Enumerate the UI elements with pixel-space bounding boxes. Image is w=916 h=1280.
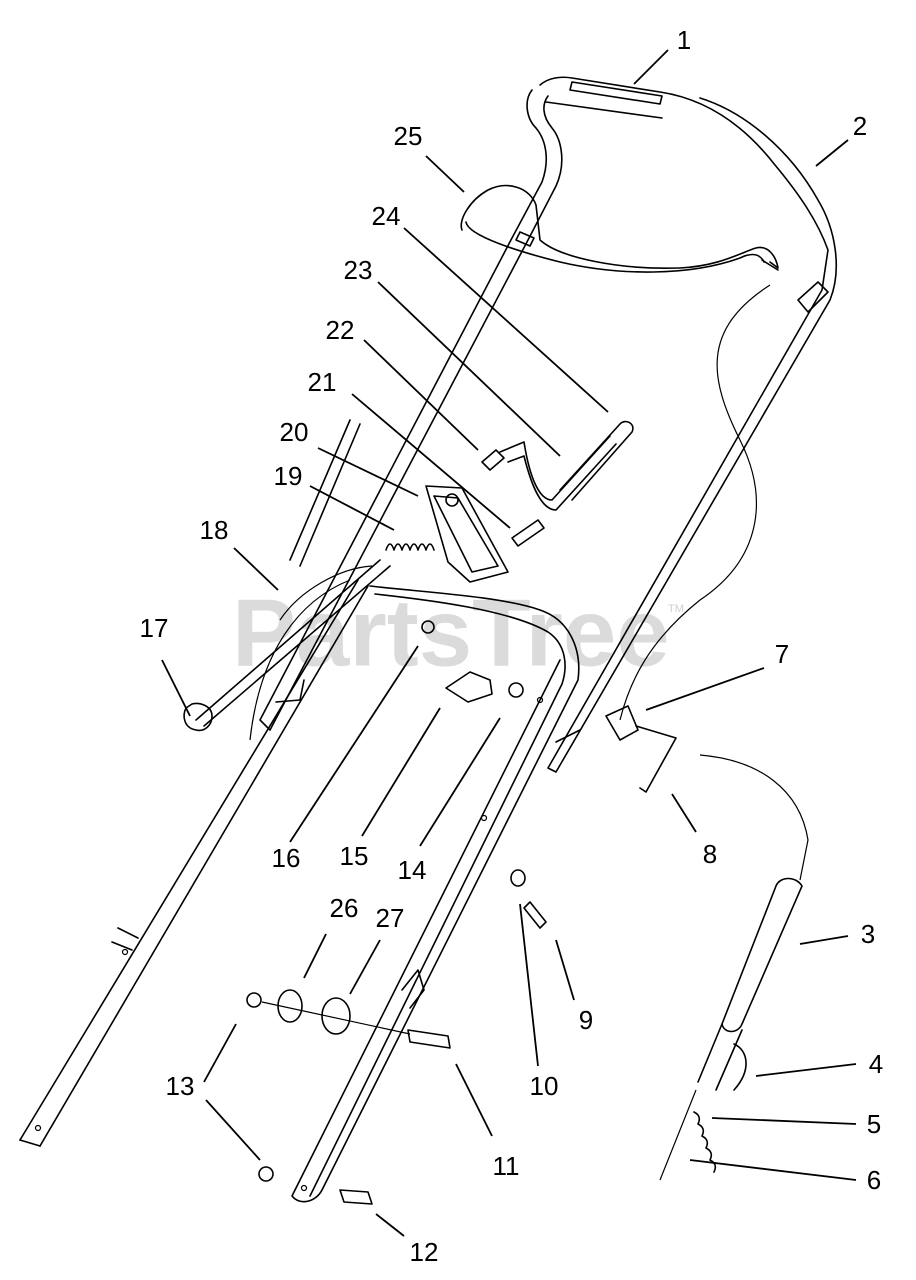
leader-12: [375, 1213, 405, 1237]
lower-handle-right: [291, 585, 580, 1203]
leader-5: [711, 1117, 857, 1125]
callout-2: 2: [853, 111, 867, 141]
clip-4: [733, 1043, 747, 1091]
leader-27: [349, 939, 381, 995]
bail: [460, 184, 779, 273]
control-assembly: [385, 420, 634, 583]
leader-13a: [203, 1023, 237, 1083]
leader-lines: [161, 49, 857, 1237]
leader-15: [361, 707, 441, 837]
leader-3: [799, 935, 849, 945]
leader-8: [671, 793, 697, 833]
callout-24: 24: [372, 201, 401, 231]
block-15: [445, 671, 493, 703]
washer-10: [510, 869, 526, 887]
callout-19: 19: [274, 461, 303, 491]
leader-11: [455, 1063, 493, 1137]
callout-3: 3: [861, 919, 875, 949]
nut-13a: [246, 992, 262, 1008]
hardware-mid: [421, 620, 524, 703]
spring-6: [693, 1111, 717, 1173]
callout-21: 21: [308, 367, 337, 397]
callout-27: 27: [376, 903, 405, 933]
bolt-12: [339, 1189, 373, 1205]
callout-15: 15: [340, 841, 369, 871]
watermark-trademark: TM: [668, 603, 684, 615]
leader-13b: [205, 1099, 261, 1161]
leader-14: [419, 717, 501, 847]
callout-22: 22: [326, 315, 355, 345]
washer-14: [508, 682, 524, 698]
callout-1: 1: [677, 25, 691, 55]
nut-13b: [258, 1166, 274, 1182]
leader-7: [645, 667, 765, 711]
leader-25: [425, 155, 465, 193]
spring-19: [385, 543, 435, 551]
wheel-27: [321, 997, 351, 1035]
callout-9: 9: [579, 1005, 593, 1035]
lower-handle-left: [19, 579, 369, 1147]
leader-17: [161, 659, 191, 717]
callout-17: 17: [140, 613, 169, 643]
leader-19: [309, 485, 395, 531]
leader-24: [403, 227, 609, 413]
callout-4: 4: [869, 1049, 883, 1079]
callout-23: 23: [344, 255, 373, 285]
leader-2: [815, 139, 849, 167]
callout-25: 25: [394, 121, 423, 151]
callout-7: 7: [775, 639, 789, 669]
leader-22: [363, 339, 479, 451]
callout-10: 10: [530, 1071, 559, 1101]
hardware-bottom: [246, 869, 547, 1205]
bracket-7: [605, 705, 639, 741]
callout-16: 16: [272, 843, 301, 873]
callout-11: 11: [493, 1151, 520, 1181]
plate-20: [425, 485, 509, 583]
leader-23: [377, 281, 561, 457]
leader-6: [689, 1159, 857, 1181]
grip-3: [721, 877, 803, 1033]
sleeve-24: [559, 420, 634, 501]
leader-21: [351, 393, 511, 529]
bolt-21: [511, 519, 545, 547]
callout-6: 6: [867, 1165, 881, 1195]
callout-14: 14: [398, 855, 427, 885]
leader-20: [317, 447, 419, 497]
nut-16: [421, 620, 435, 634]
callout-labels: 1 2 3 4 5 6 7 8 9 10 11 12 13 14 15 16 1…: [140, 25, 884, 1267]
leader-18: [233, 547, 279, 591]
rod-8: [635, 725, 677, 793]
bolt-9: [523, 901, 547, 929]
stud-22: [481, 449, 505, 471]
leader-9: [555, 939, 575, 1001]
callout-13: 13: [166, 1071, 195, 1101]
upper-handle: [259, 76, 838, 773]
callout-5: 5: [867, 1109, 881, 1139]
bracket-5: [697, 1023, 743, 1091]
callout-8: 8: [703, 839, 717, 869]
lever-23: [499, 435, 617, 511]
leader-10: [519, 903, 539, 1067]
callout-18: 18: [200, 515, 229, 545]
leader-16: [289, 645, 419, 843]
control-bracket: [605, 705, 677, 793]
control-cable-left: [183, 559, 391, 741]
bolt-11: [407, 1029, 451, 1049]
cable-grip-assembly: [659, 877, 803, 1181]
cable-end-17: [183, 702, 213, 732]
callout-20: 20: [280, 417, 309, 447]
callout-12: 12: [410, 1237, 439, 1267]
leader-26: [303, 933, 327, 979]
callout-26: 26: [330, 893, 359, 923]
leader-1: [633, 49, 669, 85]
cable-loop-right: [619, 284, 809, 881]
leader-4: [755, 1063, 857, 1077]
